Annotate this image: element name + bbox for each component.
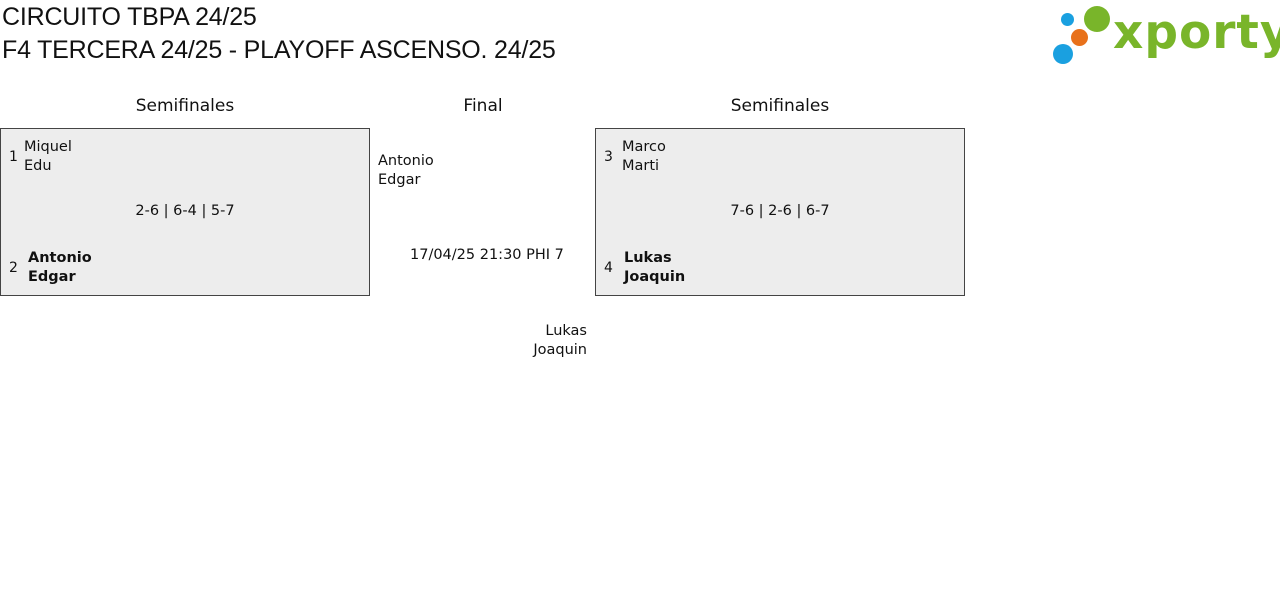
page-subtitle: F4 TERCERA 24/25 - PLAYOFF ASCENSO. 24/2… [2,36,556,64]
player-name: Marti [622,158,660,174]
seed-number: 4 [604,260,613,276]
player-name: Antonio [28,250,92,266]
player-name: Joaquin [533,342,587,358]
logo-dot-blue-large [1053,44,1073,64]
logo-wordmark: xporty [1113,5,1280,60]
page-title: CIRCUITO TBPA 24/25 [2,3,257,31]
player-name: Edgar [378,172,421,188]
player-name: Lukas [624,250,672,266]
logo-dot-orange [1071,29,1088,46]
final-team-bottom: Lukas Joaquin [487,322,587,360]
team-entry: Marco Marti [622,138,666,176]
seed-number: 1 [9,149,18,165]
seed-number: 3 [604,149,613,165]
final-schedule: 17/04/25 21:30 PHI 7 [410,247,564,263]
player-name: Marco [622,139,666,155]
team-entry-winner: Lukas Joaquin [624,249,685,287]
player-name: Miquel [24,139,72,155]
xporty-logo[interactable]: xporty [1052,4,1280,66]
logo-dot-green [1084,6,1110,32]
player-name: Edu [24,158,52,174]
final-team-top: Antonio Edgar [378,152,434,190]
player-name: Joaquin [624,269,686,285]
match-card-semifinal-left[interactable]: 1 Miquel Edu 2-6 | 6-4 | 5-7 2 Antonio E… [0,128,370,296]
round-header-right-semifinal: Semifinales [730,96,830,116]
player-name: Lukas [545,323,587,339]
match-card-semifinal-right[interactable]: 3 Marco Marti 7-6 | 2-6 | 6-7 4 Lukas Jo… [595,128,965,296]
player-name: Edgar [28,269,76,285]
round-header-left-semifinal: Semifinales [135,96,235,116]
match-score: 2-6 | 6-4 | 5-7 [135,203,235,219]
player-name: Antonio [378,153,434,169]
round-header-final: Final [463,96,503,116]
logo-dot-blue-small [1061,13,1074,26]
team-entry-winner: Antonio Edgar [28,249,92,287]
match-score: 7-6 | 2-6 | 6-7 [730,203,830,219]
team-entry: Miquel Edu [24,138,72,176]
seed-number: 2 [9,260,18,276]
